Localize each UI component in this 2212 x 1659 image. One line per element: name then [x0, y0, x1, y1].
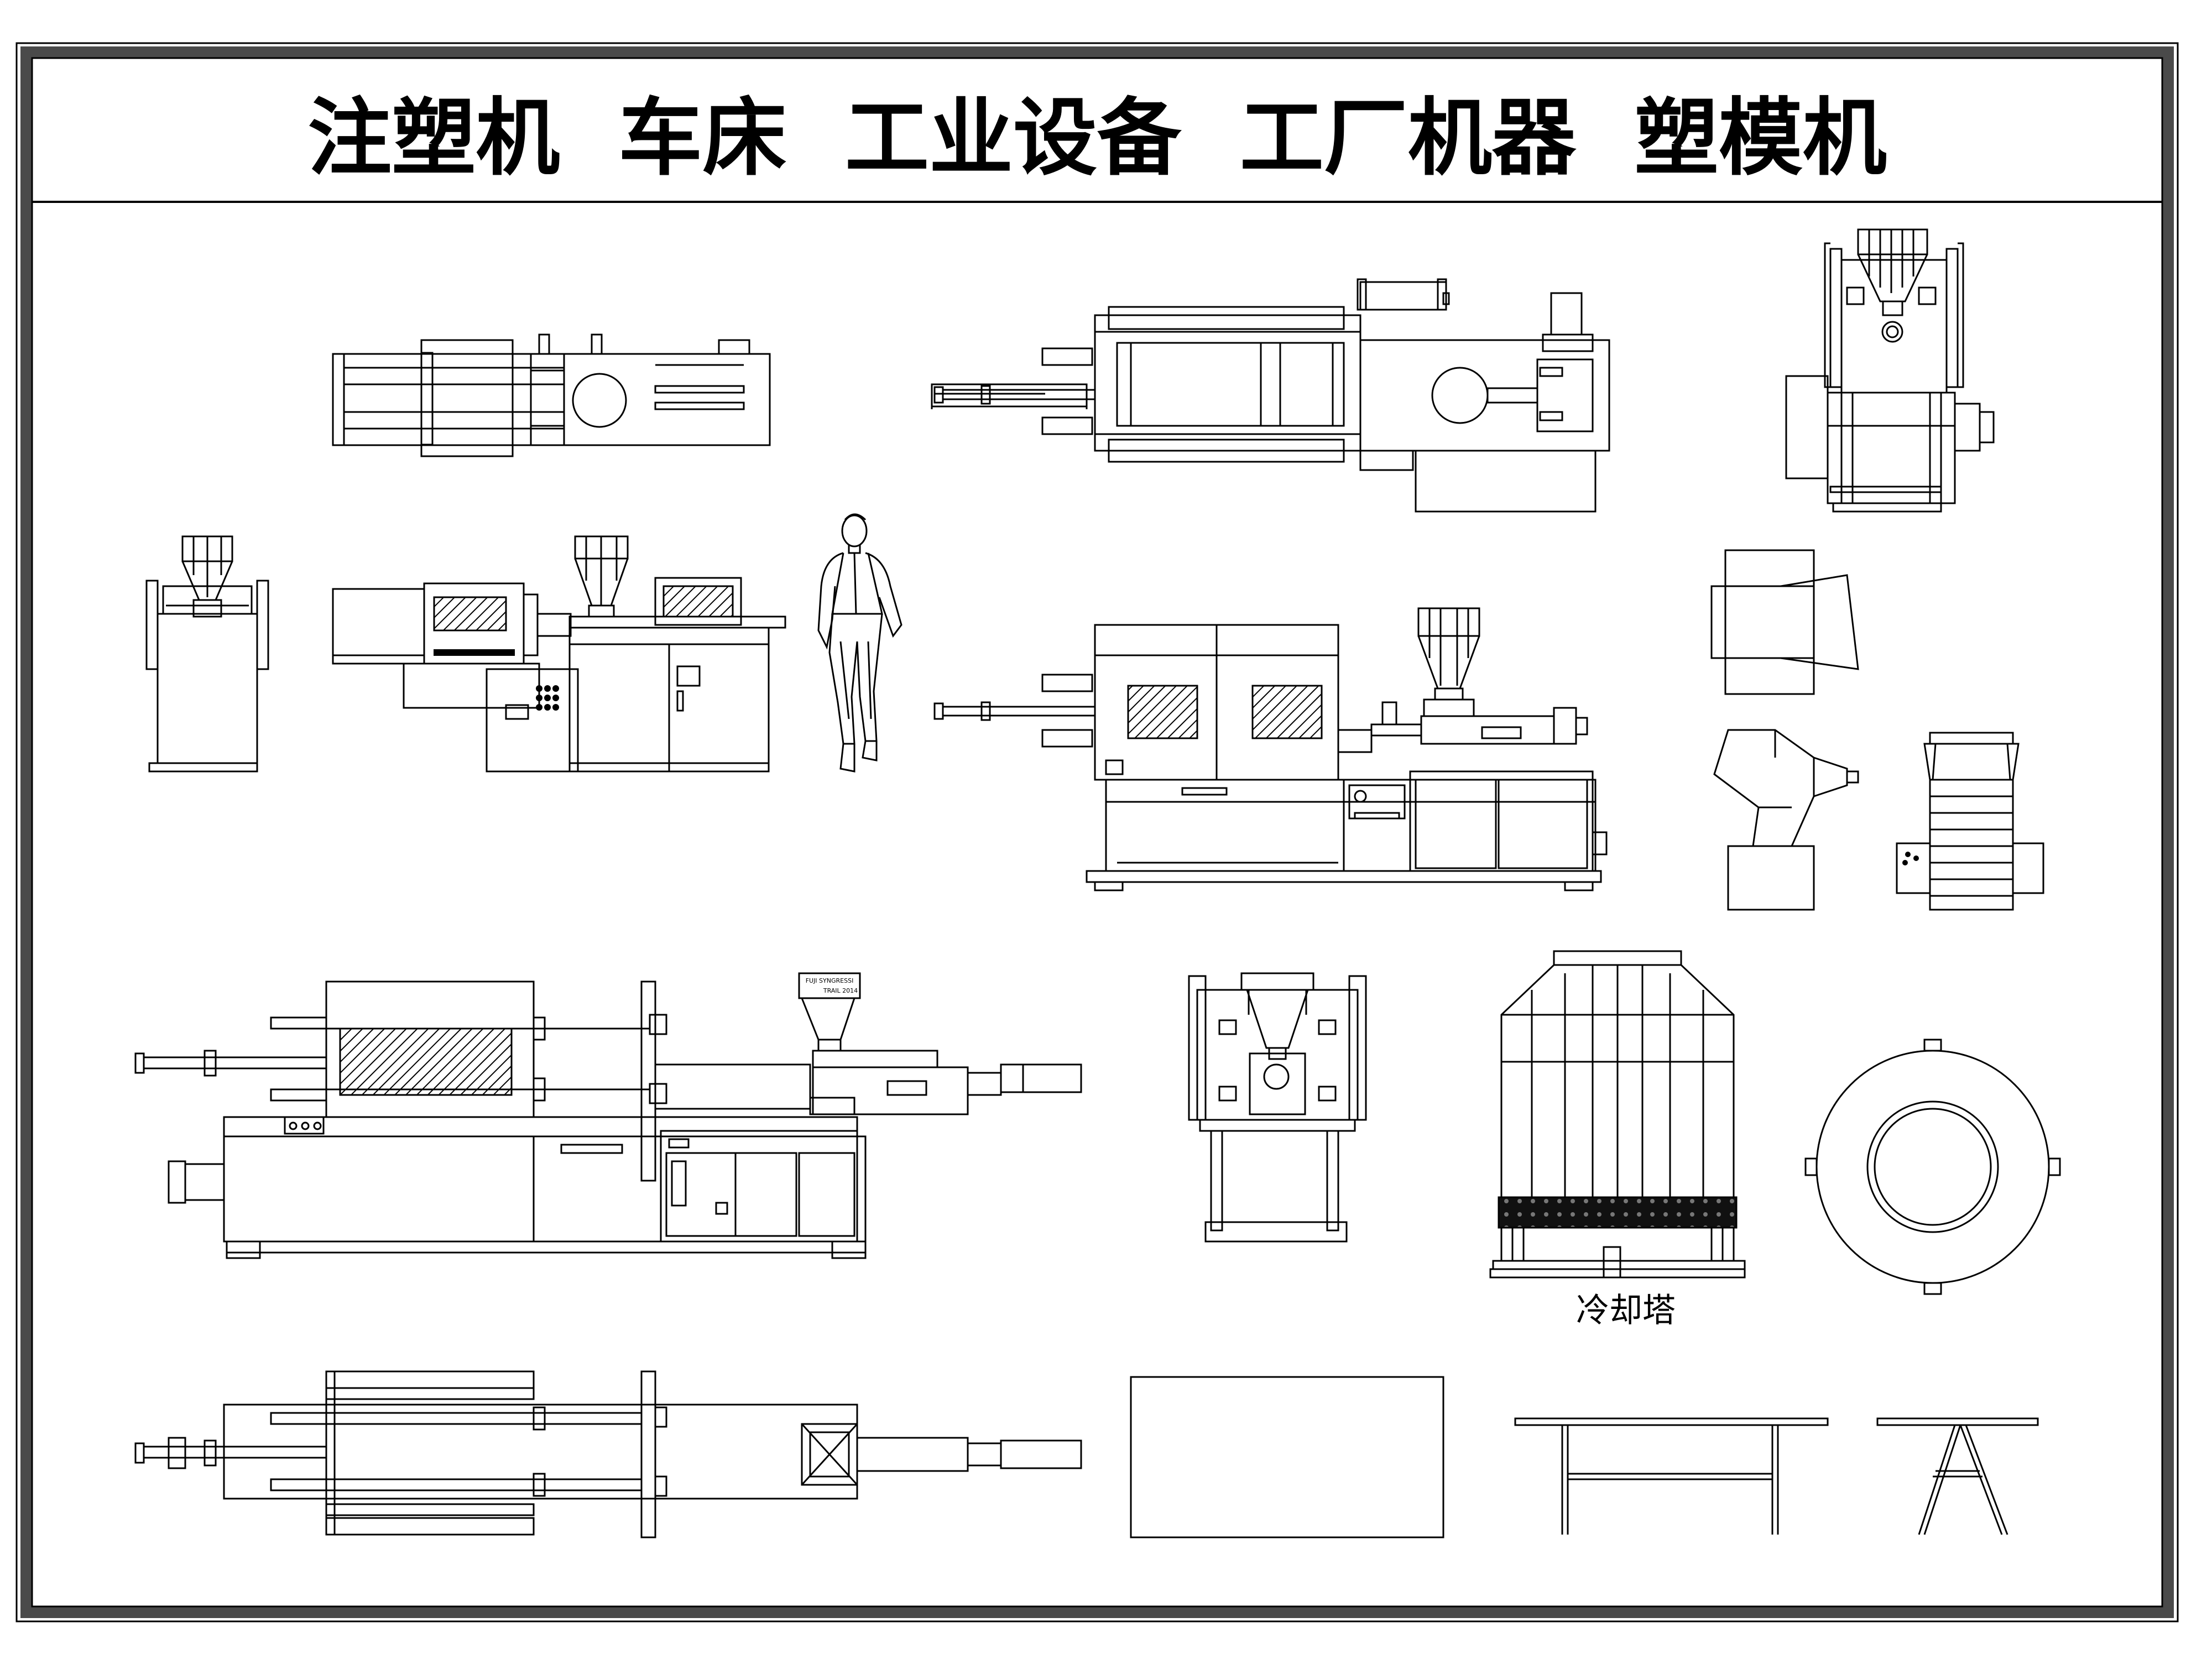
hopper-nameplate-line1: FUJI SYNGRESSI	[806, 977, 854, 984]
injection-machine-top-view-small	[332, 333, 771, 457]
small-machine-end-view	[145, 535, 269, 773]
standing-person-figure	[817, 513, 902, 773]
injection-machine-side-view-main: FUJI SYNGRESSI TRAIL 2014	[134, 972, 1082, 1259]
cooling-tower-plan-view	[1804, 1039, 2061, 1295]
machine-end-view-with-hopper	[1188, 972, 1367, 1243]
injection-rod-top	[933, 385, 1095, 405]
cooling-tower	[1489, 950, 1746, 1279]
drawing-frame	[15, 42, 2179, 1623]
injection-machine-end-view	[1785, 228, 1995, 513]
granulator-side-view	[1713, 729, 1859, 911]
injection-machine-double-window	[933, 607, 1608, 891]
cooling-tower-label: 冷却塔	[1576, 1291, 1676, 1330]
sheet-title: 注塑机 车床 工业设备 工厂机器 塑模机	[307, 89, 1886, 187]
injection-machine-top-view-main	[134, 1370, 1082, 1538]
granulator-front-view	[1896, 732, 2044, 911]
hopper-nameplate-line2: TRAIL 2014	[823, 987, 858, 994]
control-panel-dots	[536, 685, 559, 711]
injection-machine-side-view-large	[931, 278, 1610, 513]
dryer-top-view	[1710, 549, 1859, 695]
compact-injection-machine	[332, 535, 786, 773]
workbench-end-view	[1876, 1417, 2039, 1535]
work-surface-plan	[1130, 1376, 1444, 1538]
long-workbench-side-view	[1514, 1417, 1829, 1535]
